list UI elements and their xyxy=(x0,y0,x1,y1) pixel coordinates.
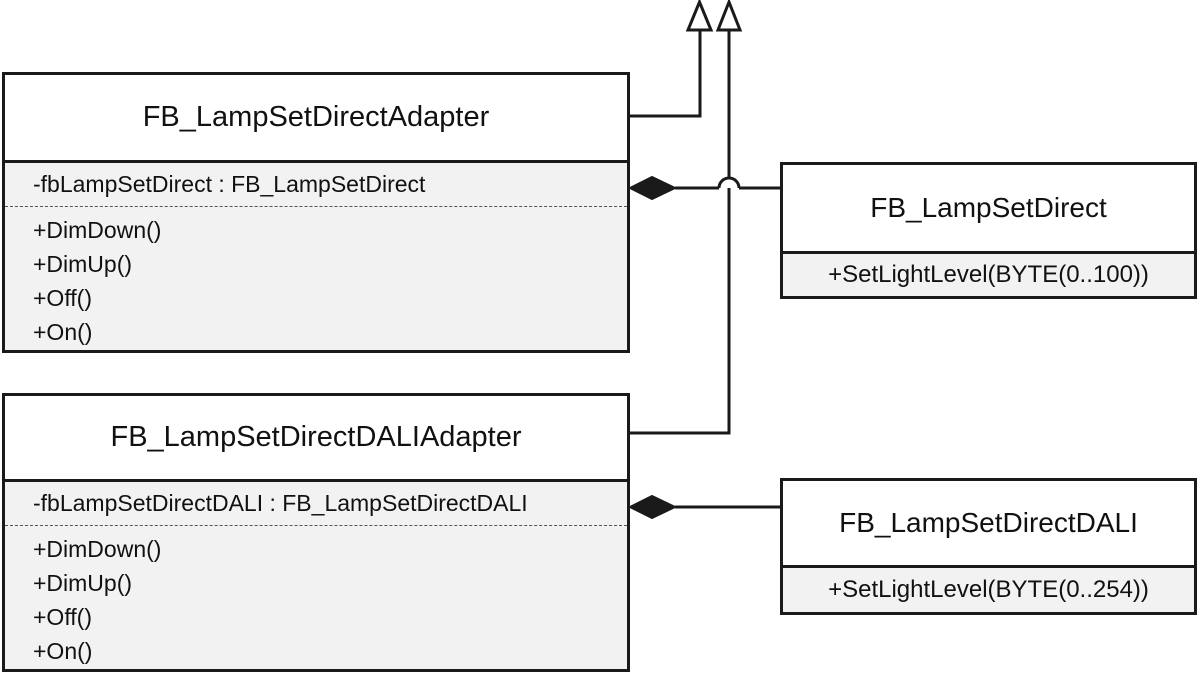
class-box-fb-lampsetdirect: FB_LampSetDirect +SetLightLevel(BYTE(0..… xyxy=(780,162,1197,299)
class-box-fb-lampsetdirectdaliadapter: FB_LampSetDirectDALIAdapter -fbLampSetDi… xyxy=(2,393,630,672)
composition-diamond-icon xyxy=(627,494,678,520)
composition-link-lampsetdirect xyxy=(627,175,780,201)
generalization-triangle-icon xyxy=(685,0,714,32)
class-name: FB_LampSetDirect xyxy=(783,165,1194,251)
generalization-link-dali-adapter xyxy=(630,0,743,435)
method-entry: +DimUp() xyxy=(33,251,133,277)
generalization-link-adapter xyxy=(630,0,714,118)
method-entry: +On() xyxy=(33,638,93,664)
class-name: FB_LampSetDirectDALIAdapter xyxy=(5,396,627,479)
line-hop-icon xyxy=(717,176,741,189)
class-methods: +SetLightLevel(BYTE(0..100)) xyxy=(783,251,1194,296)
class-methods: +DimDown() +DimUp() +Off() +On() xyxy=(5,525,627,669)
generalization-triangle-icon xyxy=(715,0,743,32)
class-methods: +DimDown() +DimUp() +Off() +On() xyxy=(5,206,627,350)
generalization-line xyxy=(630,30,731,435)
class-name: FB_LampSetDirectAdapter xyxy=(5,75,627,160)
class-attributes: -fbLampSetDirectDALI : FB_LampSetDirectD… xyxy=(5,479,627,525)
attribute-entry: -fbLampSetDirect : FB_LampSetDirect xyxy=(33,171,426,197)
class-methods: +SetLightLevel(BYTE(0..254)) xyxy=(783,565,1194,612)
class-box-fb-lampsetdirectdali: FB_LampSetDirectDALI +SetLightLevel(BYTE… xyxy=(780,478,1197,615)
method-entry: +DimDown() xyxy=(33,217,162,243)
class-name: FB_LampSetDirectDALI xyxy=(783,481,1194,565)
generalization-line xyxy=(630,30,702,118)
class-box-fb-lampsetdirectadapter: FB_LampSetDirectAdapter -fbLampSetDirect… xyxy=(2,72,630,353)
method-entry: +DimUp() xyxy=(33,570,133,596)
method-entry: +SetLightLevel(BYTE(0..254)) xyxy=(828,576,1149,603)
class-attributes: -fbLampSetDirect : FB_LampSetDirect xyxy=(5,160,627,206)
method-entry: +DimDown() xyxy=(33,536,162,562)
attribute-entry: -fbLampSetDirectDALI : FB_LampSetDirectD… xyxy=(33,490,528,516)
composition-link-lampsetdirectdali xyxy=(627,494,780,520)
method-entry: +Off() xyxy=(33,285,93,311)
method-entry: +Off() xyxy=(33,604,93,630)
method-entry: +SetLightLevel(BYTE(0..100)) xyxy=(828,261,1149,288)
method-entry: +On() xyxy=(33,319,93,345)
composition-diamond-icon xyxy=(627,175,678,201)
